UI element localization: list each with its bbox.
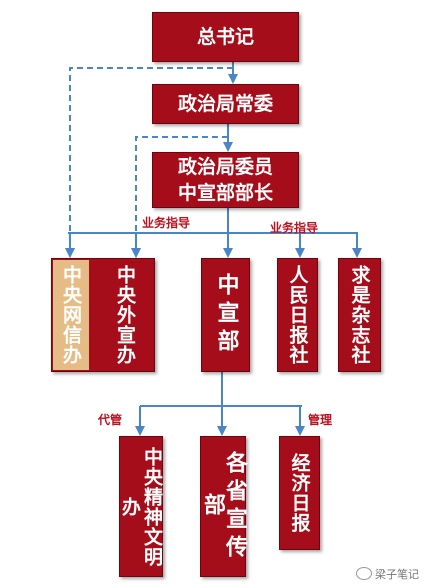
politburo-member-label: 政治局委员 中宣部部长: [177, 156, 273, 204]
general-secretary-box: 总书记: [152, 12, 299, 62]
peoples-daily-label: 人民日报社: [286, 265, 309, 365]
edge-label-management: 管理: [308, 413, 333, 427]
qiushi-label: 求是杂志社: [348, 265, 371, 365]
spiritual-civilization-box: 中央精神文明办: [119, 436, 163, 577]
general-secretary-label: 总书记: [196, 26, 254, 48]
provincial-propaganda-box: 各省宣传部: [200, 436, 247, 577]
wechat-icon: [356, 567, 372, 580]
watermark: 梁子笔记: [356, 566, 419, 582]
edge-label-business-guidance-right: 业务指导: [270, 221, 319, 235]
edge-label-business-guidance-left: 业务指导: [142, 216, 191, 230]
dashed-link-psc: [131, 136, 228, 258]
foreign-propaganda-label-wrap: 中央外宣办: [100, 260, 150, 370]
economic-daily-label: 经济日报: [288, 453, 311, 533]
central-propaganda-label: 中宣部: [213, 273, 239, 357]
economic-daily-box: 经济日报: [279, 436, 320, 550]
provincial-propaganda-label: 各省宣传部: [200, 450, 247, 563]
spiritual-civilization-label: 中央精神文明办: [119, 446, 163, 567]
cac-box: 中央网信办: [53, 260, 89, 370]
watermark-text: 梁子笔记: [375, 568, 419, 581]
politburo-member-box: 政治局委员 中宣部部长: [152, 152, 299, 208]
dashed-link-gs: [65, 67, 233, 258]
edge-label-acting-management: 代管: [98, 413, 123, 427]
foreign-propaganda-label: 中央外宣办: [114, 265, 136, 365]
peoples-daily-box: 人民日报社: [277, 258, 318, 372]
cac-label: 中央网信办: [60, 265, 82, 365]
psc-label: 政治局常委: [177, 93, 273, 115]
qiushi-box: 求是杂志社: [338, 258, 381, 372]
central-propaganda-box: 中宣部: [201, 258, 250, 372]
psc-box: 政治局常委: [152, 84, 299, 124]
